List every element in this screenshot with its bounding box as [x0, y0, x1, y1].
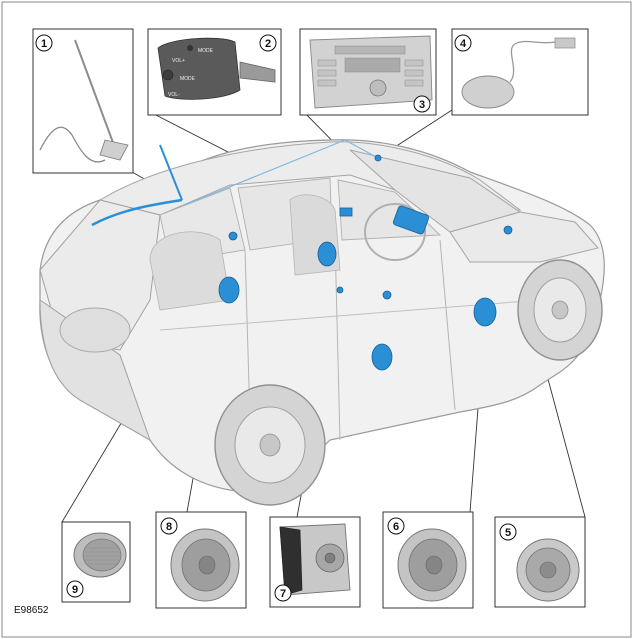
figure-reference-code: E98652: [14, 605, 49, 616]
inset-2-audio-controls: MODE VOL+ MODE VOL- 2: [147, 28, 282, 116]
inset-9-rear-tweeter: 9: [61, 521, 131, 603]
callout-8-circle: [160, 517, 178, 535]
floor-module-marker: [382, 290, 392, 300]
front-tweeter-marker: [503, 225, 513, 235]
rear-door-speaker-marker: [218, 276, 240, 304]
tweeter-9-mesh: [82, 538, 122, 572]
callout-7-circle: [274, 584, 292, 602]
volume-knob: [369, 79, 387, 97]
antenna-lead: [39, 126, 106, 163]
highlighted-components: [218, 154, 513, 371]
vehicle-hood: [449, 211, 599, 263]
front-seat-speaker-marker: [317, 241, 337, 267]
callout-3-circle: [413, 95, 431, 113]
cd-slot: [334, 45, 406, 55]
callout-6: 6: [393, 521, 399, 533]
callout-3: 3: [419, 99, 425, 111]
vehicle-phantom-view: [39, 139, 605, 506]
inset-3-head-unit: 3: [299, 28, 437, 116]
antenna-base: [99, 139, 129, 161]
tweeter-9-mesh-pattern: [85, 547, 119, 565]
speaker-8-cap: [198, 555, 216, 575]
microphone-lead: [509, 40, 556, 83]
module-side: [279, 526, 303, 596]
callout-2-circle: [259, 34, 277, 52]
vehicle-roof: [98, 141, 522, 216]
callout-4: 4: [460, 38, 467, 50]
tweeter-dome: [539, 561, 557, 579]
label-mode-2: MODE: [180, 76, 196, 82]
front-door-speaker-marker: [473, 297, 497, 327]
label-vol-minus: VOL-: [168, 92, 180, 98]
callout-1-circle: [35, 34, 53, 52]
audio-unit-marker: [392, 205, 430, 235]
inset-7-woofer-module: 7: [269, 516, 361, 608]
callout-8: 8: [166, 521, 172, 533]
callout-6-circle: [387, 517, 405, 535]
inset-6-front-door-speaker: 6: [382, 511, 474, 609]
callout-5: 5: [505, 527, 511, 539]
module-driver-cap: [324, 552, 336, 564]
label-mode: MODE: [198, 48, 214, 54]
callout-4-circle: [454, 34, 472, 52]
roof-harness: [184, 139, 379, 206]
rear-seat: [149, 231, 231, 311]
inset-1-antenna: 1: [32, 28, 134, 174]
microphone-marker: [374, 154, 382, 162]
display: [344, 57, 401, 73]
microphone-connector: [554, 37, 576, 49]
speaker-6-cap: [425, 555, 443, 575]
control-stalk: [239, 61, 276, 83]
callout-9-circle: [66, 580, 84, 598]
steering-control-marker: [339, 207, 353, 217]
antenna-cable: [91, 198, 183, 227]
callout-5-circle: [499, 523, 517, 541]
lower-door-speaker-marker: [371, 343, 393, 371]
callout-1: 1: [41, 38, 47, 50]
inset-4-microphone: 4: [451, 28, 589, 116]
front-wheel: [517, 259, 603, 361]
label-vol-plus: VOL+: [172, 58, 185, 64]
inset-5-tweeter: 5: [494, 516, 586, 608]
front-door-seam: [439, 239, 456, 411]
antenna-rod: [74, 39, 116, 149]
microphone-disc: [461, 75, 515, 109]
rear-tweeter-marker: [228, 231, 238, 241]
control-pod: [157, 37, 241, 100]
rear-wheel: [214, 384, 326, 506]
callout-2: 2: [265, 38, 271, 50]
steering-wheel: [364, 203, 426, 261]
antenna-mast: [159, 144, 183, 201]
inset-8-rear-door-speaker: 8: [155, 511, 247, 609]
control-button-top: [187, 45, 193, 51]
control-button-left: [162, 69, 174, 81]
pillar-tweeter-marker: [336, 286, 344, 294]
callout-7: 7: [280, 588, 286, 600]
door-seam-line: [334, 239, 341, 441]
preset-buttons: [317, 59, 424, 87]
callout-9: 9: [72, 584, 78, 596]
spare-wheel: [59, 307, 131, 353]
